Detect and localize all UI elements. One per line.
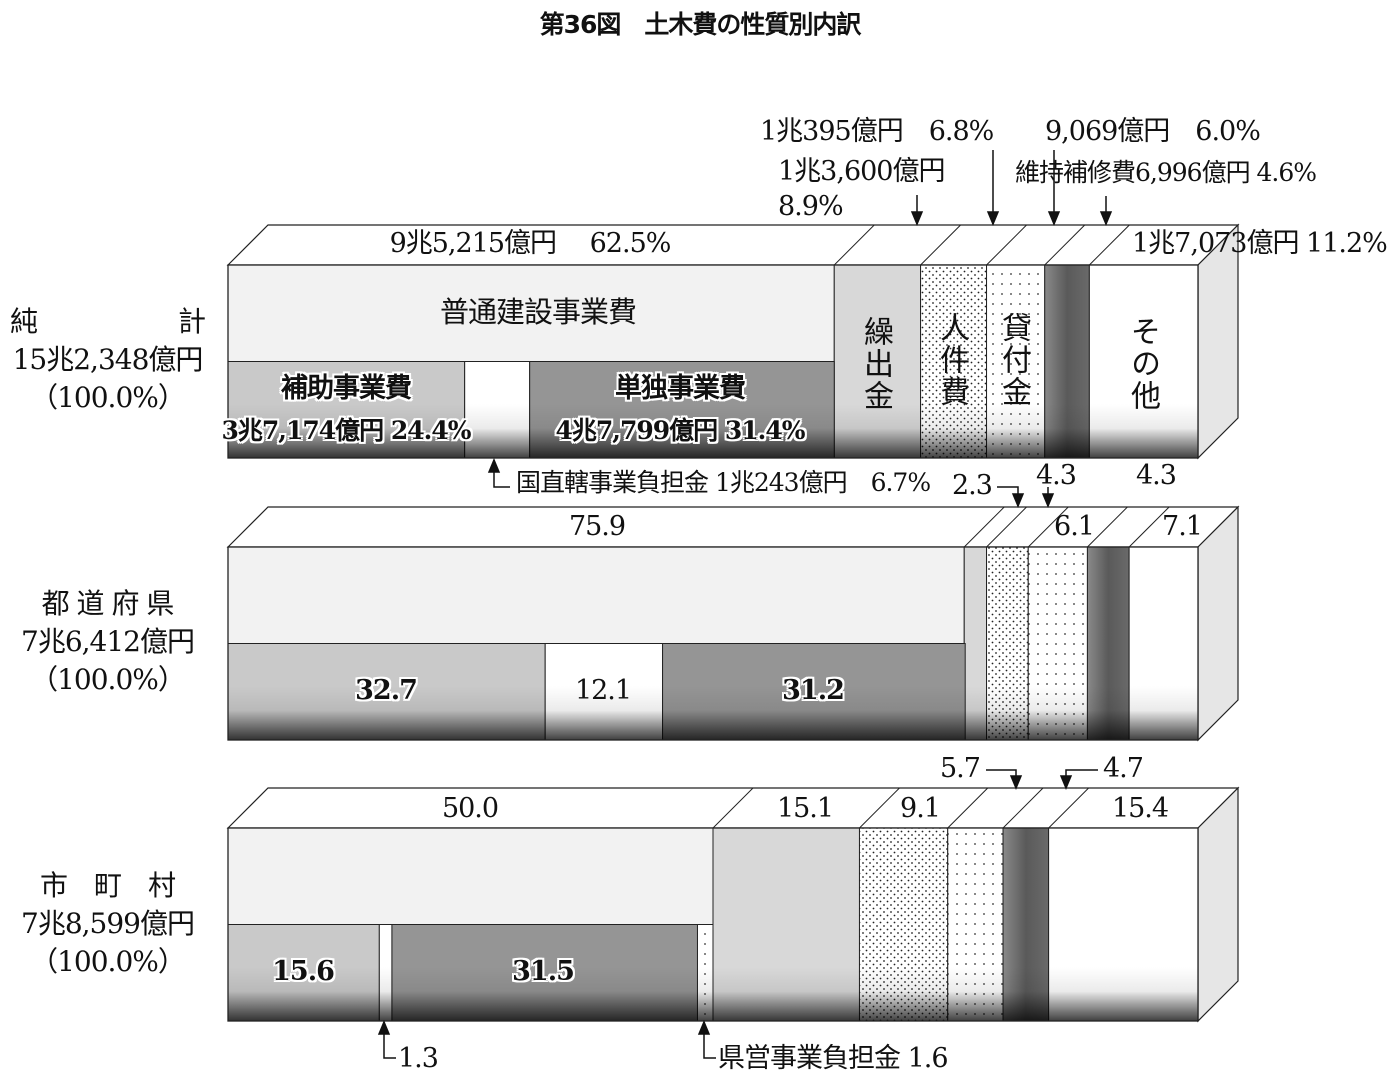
arrow-head-icon xyxy=(1041,493,1055,508)
top-divider xyxy=(1002,787,1044,829)
r2-tandoku-value: 31.5 xyxy=(512,956,575,987)
top-divider xyxy=(1089,224,1130,266)
bar-outline xyxy=(227,827,1199,1022)
bar-top-face xyxy=(226,224,1240,266)
label-tandoku-value: 4兆7,799億円 31.4% xyxy=(555,416,805,445)
r1-futsu-value: 75.9 xyxy=(568,511,626,542)
top-divider xyxy=(859,787,900,829)
top-divider xyxy=(963,506,1005,548)
label-kuridashi-pct: 8.9% xyxy=(778,191,844,222)
r2-futsu-value: 50.0 xyxy=(441,793,499,824)
bar-side-face xyxy=(1197,786,1239,1023)
bar-bottom-shade xyxy=(228,403,1198,458)
row-total: 7兆8,599億円 xyxy=(21,907,195,940)
label-sonota-amount: 1兆7,073億円 11.2% xyxy=(1132,228,1388,259)
top-divider xyxy=(947,787,989,829)
row-total: 7兆6,412億円 xyxy=(21,625,195,658)
r1-tandoku-value: 31.2 xyxy=(782,675,845,706)
chart-title: 第36図 土木費の性質別内訳 xyxy=(539,10,862,39)
row-pct: （100.0%） xyxy=(30,663,186,696)
top-divider xyxy=(986,506,1027,548)
arrow-head-icon xyxy=(377,1020,391,1035)
r1-hojo-value: 32.7 xyxy=(355,675,418,706)
row-name: 市 町 村 xyxy=(39,869,176,902)
label-sonota: その他 xyxy=(1125,316,1160,412)
r1-sonota-value: 7.1 xyxy=(1162,511,1203,542)
top-divider xyxy=(833,224,875,266)
arrow-head-icon xyxy=(1059,775,1073,790)
r1-kokuchoku-value: 12.1 xyxy=(574,675,632,706)
bar-side-face xyxy=(1197,505,1239,742)
r2-sonota-value: 15.4 xyxy=(1111,793,1169,824)
arrow-head-icon xyxy=(986,211,1000,226)
r2-jinken-value: 9.1 xyxy=(900,793,941,824)
r2-iji-value: 4.7 xyxy=(1103,753,1144,784)
arrow-head-icon xyxy=(1009,775,1023,790)
top-divider xyxy=(712,787,754,829)
label-hojo: 補助事業費 xyxy=(281,373,412,404)
label-main-amount: 9兆5,215億円 62.5% xyxy=(389,228,672,259)
top-divider xyxy=(1087,506,1128,548)
label-kokuchoku: 国直轄事業負担金 1兆243億円 6.7% xyxy=(516,468,931,497)
r1-kashi-value: 6.1 xyxy=(1054,511,1095,542)
label-jinken-amount: 1兆395億円 6.8% xyxy=(760,116,994,147)
r2-kokuchoku-value: 1.3 xyxy=(398,1043,439,1074)
bar-bottom-shade xyxy=(228,685,1198,740)
bar-outline xyxy=(227,264,1199,459)
label-kuridashi-amount: 1兆3,600億円 xyxy=(778,156,945,187)
r2-kenei-value: 県営事業負担金 1.6 xyxy=(718,1043,949,1074)
arrow-head-icon xyxy=(697,1020,711,1035)
row-pct: （100.0%） xyxy=(30,945,186,978)
top-divider xyxy=(1048,787,1089,829)
r1-kuridashi-value: 2.3 xyxy=(952,470,993,501)
row-name: 都 道 府 県 xyxy=(41,587,175,620)
arrow-head-icon xyxy=(1099,211,1113,226)
label-futsu-kensetsu: 普通建設事業費 xyxy=(439,295,637,329)
top-divider xyxy=(986,224,1027,266)
label-kuridashi: 繰出金 xyxy=(858,316,893,412)
arrow-head-icon xyxy=(1047,211,1061,226)
r2-kashi-value: 5.7 xyxy=(940,753,981,784)
label-hojo-value: 3兆7,174億円 24.4% xyxy=(221,416,471,445)
bar-side-face xyxy=(1197,223,1239,460)
label-kashitsuke-amount: 9,069億円 6.0% xyxy=(1045,116,1261,147)
arrow-head-icon xyxy=(910,211,924,226)
leader-line xyxy=(1065,769,1098,788)
label-iji-amount: 維持補修費6,996億円 4.6% xyxy=(1015,158,1317,187)
row-pct: （100.0%） xyxy=(30,381,186,414)
label-kashitsuke: 貸付金 xyxy=(996,312,1031,408)
r2-hojo-value: 15.6 xyxy=(272,956,335,987)
arrow-head-icon xyxy=(1011,493,1025,508)
label-tandoku: 単独事業費 xyxy=(615,373,746,404)
top-divider xyxy=(1128,506,1170,548)
arrow-head-icon xyxy=(487,458,501,473)
r1-jinken-value: 4.3 xyxy=(1036,460,1077,491)
bar-bottom-shade xyxy=(228,966,1198,1021)
r2-kuridashi-value: 15.1 xyxy=(776,793,834,824)
top-divider xyxy=(920,224,961,266)
bar-outline xyxy=(227,546,1199,741)
label-jinken: 人件費 xyxy=(934,312,969,408)
top-divider xyxy=(1027,506,1069,548)
row-total: 15兆2,348億円 xyxy=(12,343,204,376)
r1-iji-value: 4.3 xyxy=(1136,460,1177,491)
top-divider xyxy=(1044,224,1086,266)
row-name: 純 計 xyxy=(10,305,206,338)
